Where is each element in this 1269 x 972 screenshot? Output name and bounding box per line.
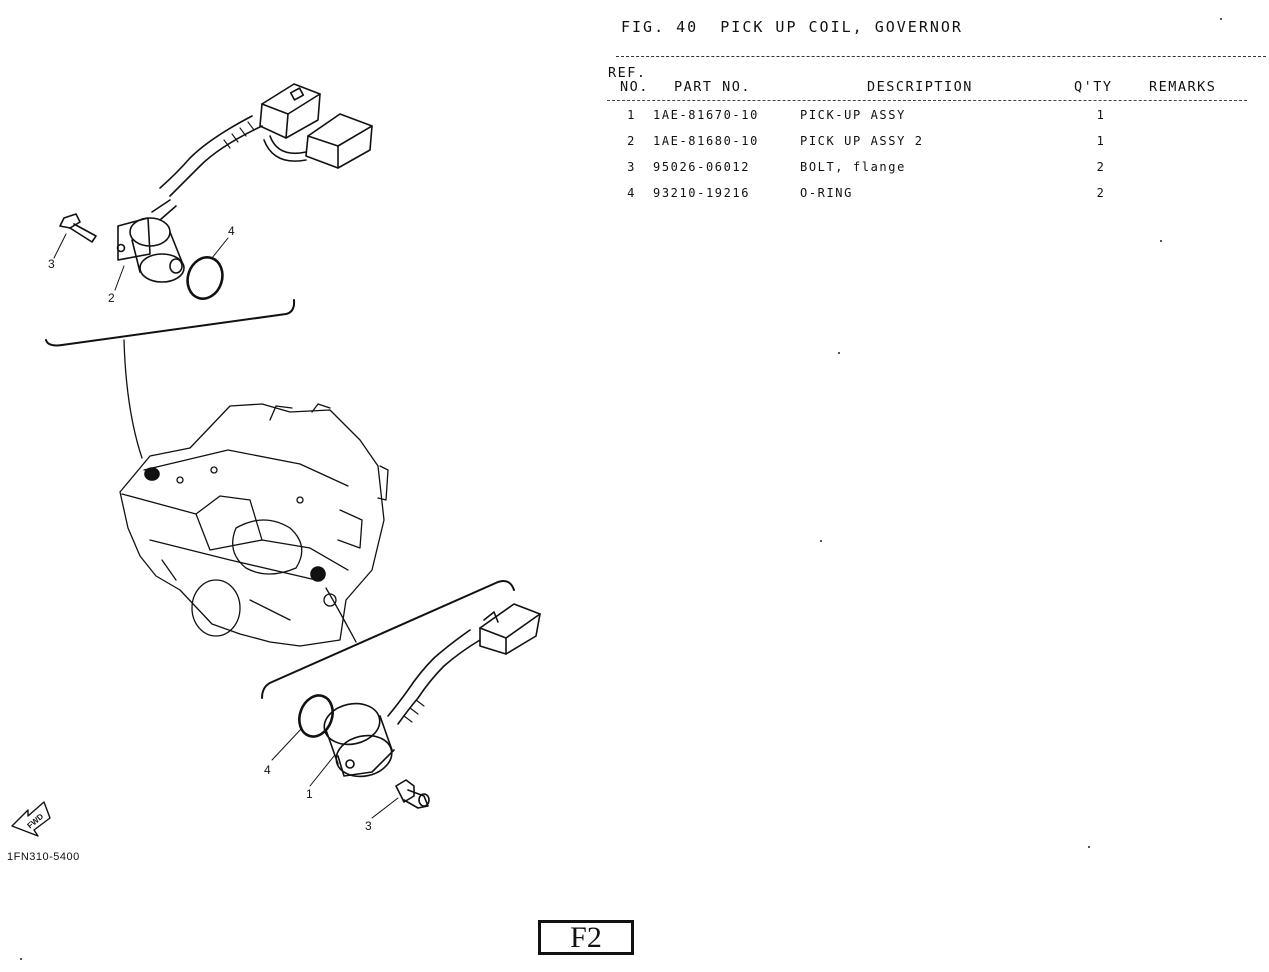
cell-part-no: 93210-19216 <box>653 186 751 200</box>
page-label: F2 <box>538 920 634 955</box>
top-callout-leaders <box>53 233 229 291</box>
pickup-assy-2-drawing <box>59 83 373 300</box>
table-row: 2 1AE-81680-10 PICK UP ASSY 2 1 <box>0 134 1269 150</box>
cell-ref: 4 <box>627 186 636 200</box>
cell-qty: 1 <box>1096 108 1106 122</box>
cell-qty: 1 <box>1096 134 1106 148</box>
header-divider <box>607 100 1247 101</box>
cell-ref: 2 <box>627 134 636 148</box>
fwd-arrow-icon: FWD <box>11 801 51 837</box>
header-qty: Q'TY <box>1074 79 1113 95</box>
callout-bottom-oring: 4 <box>264 763 271 777</box>
bottom-callout-leaders <box>271 727 399 819</box>
table-row: 1 1AE-81670-10 PICK-UP ASSY 1 <box>0 108 1269 124</box>
top-pickup-location <box>144 467 160 481</box>
cell-part-no: 95026-06012 <box>653 160 751 174</box>
engine-block-drawing <box>119 403 389 647</box>
pickup-assy-drawing <box>298 603 541 809</box>
cell-description: BOLT, flange <box>800 160 906 174</box>
drawing-code: 1FN310-5400 <box>7 851 80 863</box>
header-ref-line1: REF. <box>608 65 647 81</box>
cell-description: PICK-UP ASSY <box>800 108 906 122</box>
header-ref-line2: NO. <box>620 79 649 95</box>
header-description: DESCRIPTION <box>867 79 973 95</box>
header-part-no: PART NO. <box>674 79 752 95</box>
scan-speck <box>1088 846 1090 848</box>
cell-part-no: 1AE-81680-10 <box>653 134 759 148</box>
scan-speck <box>20 958 22 960</box>
callout-top-pickup: 2 <box>108 291 115 305</box>
table-row: 4 93210-19216 O-RING 2 <box>0 186 1269 202</box>
cell-ref: 3 <box>627 160 636 174</box>
bottom-pickup-location <box>310 566 326 582</box>
cell-ref: 1 <box>627 108 636 122</box>
callout-top-bolt: 3 <box>48 257 55 271</box>
table-row: 3 95026-06012 BOLT, flange 2 <box>0 160 1269 176</box>
title-divider <box>616 56 1266 57</box>
header-remarks: REMARKS <box>1149 79 1217 95</box>
cell-description: PICK UP ASSY 2 <box>800 134 924 148</box>
scan-speck <box>1220 18 1222 20</box>
top-locator-line <box>123 339 143 459</box>
callout-top-oring: 4 <box>228 224 235 238</box>
figure-title: FIG. 40 PICK UP COIL, GOVERNOR <box>621 18 963 36</box>
bottom-locator-line <box>325 587 357 643</box>
callout-bottom-pickup: 1 <box>306 787 313 801</box>
cell-qty: 2 <box>1096 186 1106 200</box>
bottom-inset-frame <box>261 580 515 699</box>
cell-part-no: 1AE-81670-10 <box>653 108 759 122</box>
cell-description: O-RING <box>800 186 853 200</box>
top-inset-frame <box>45 299 296 347</box>
scan-speck <box>1160 240 1162 242</box>
cell-qty: 2 <box>1096 160 1106 174</box>
exploded-parts-diagram: 3 2 4 <box>11 83 541 837</box>
scan-speck <box>820 540 822 542</box>
scan-speck <box>838 352 840 354</box>
callout-bottom-bolt: 3 <box>365 819 372 833</box>
